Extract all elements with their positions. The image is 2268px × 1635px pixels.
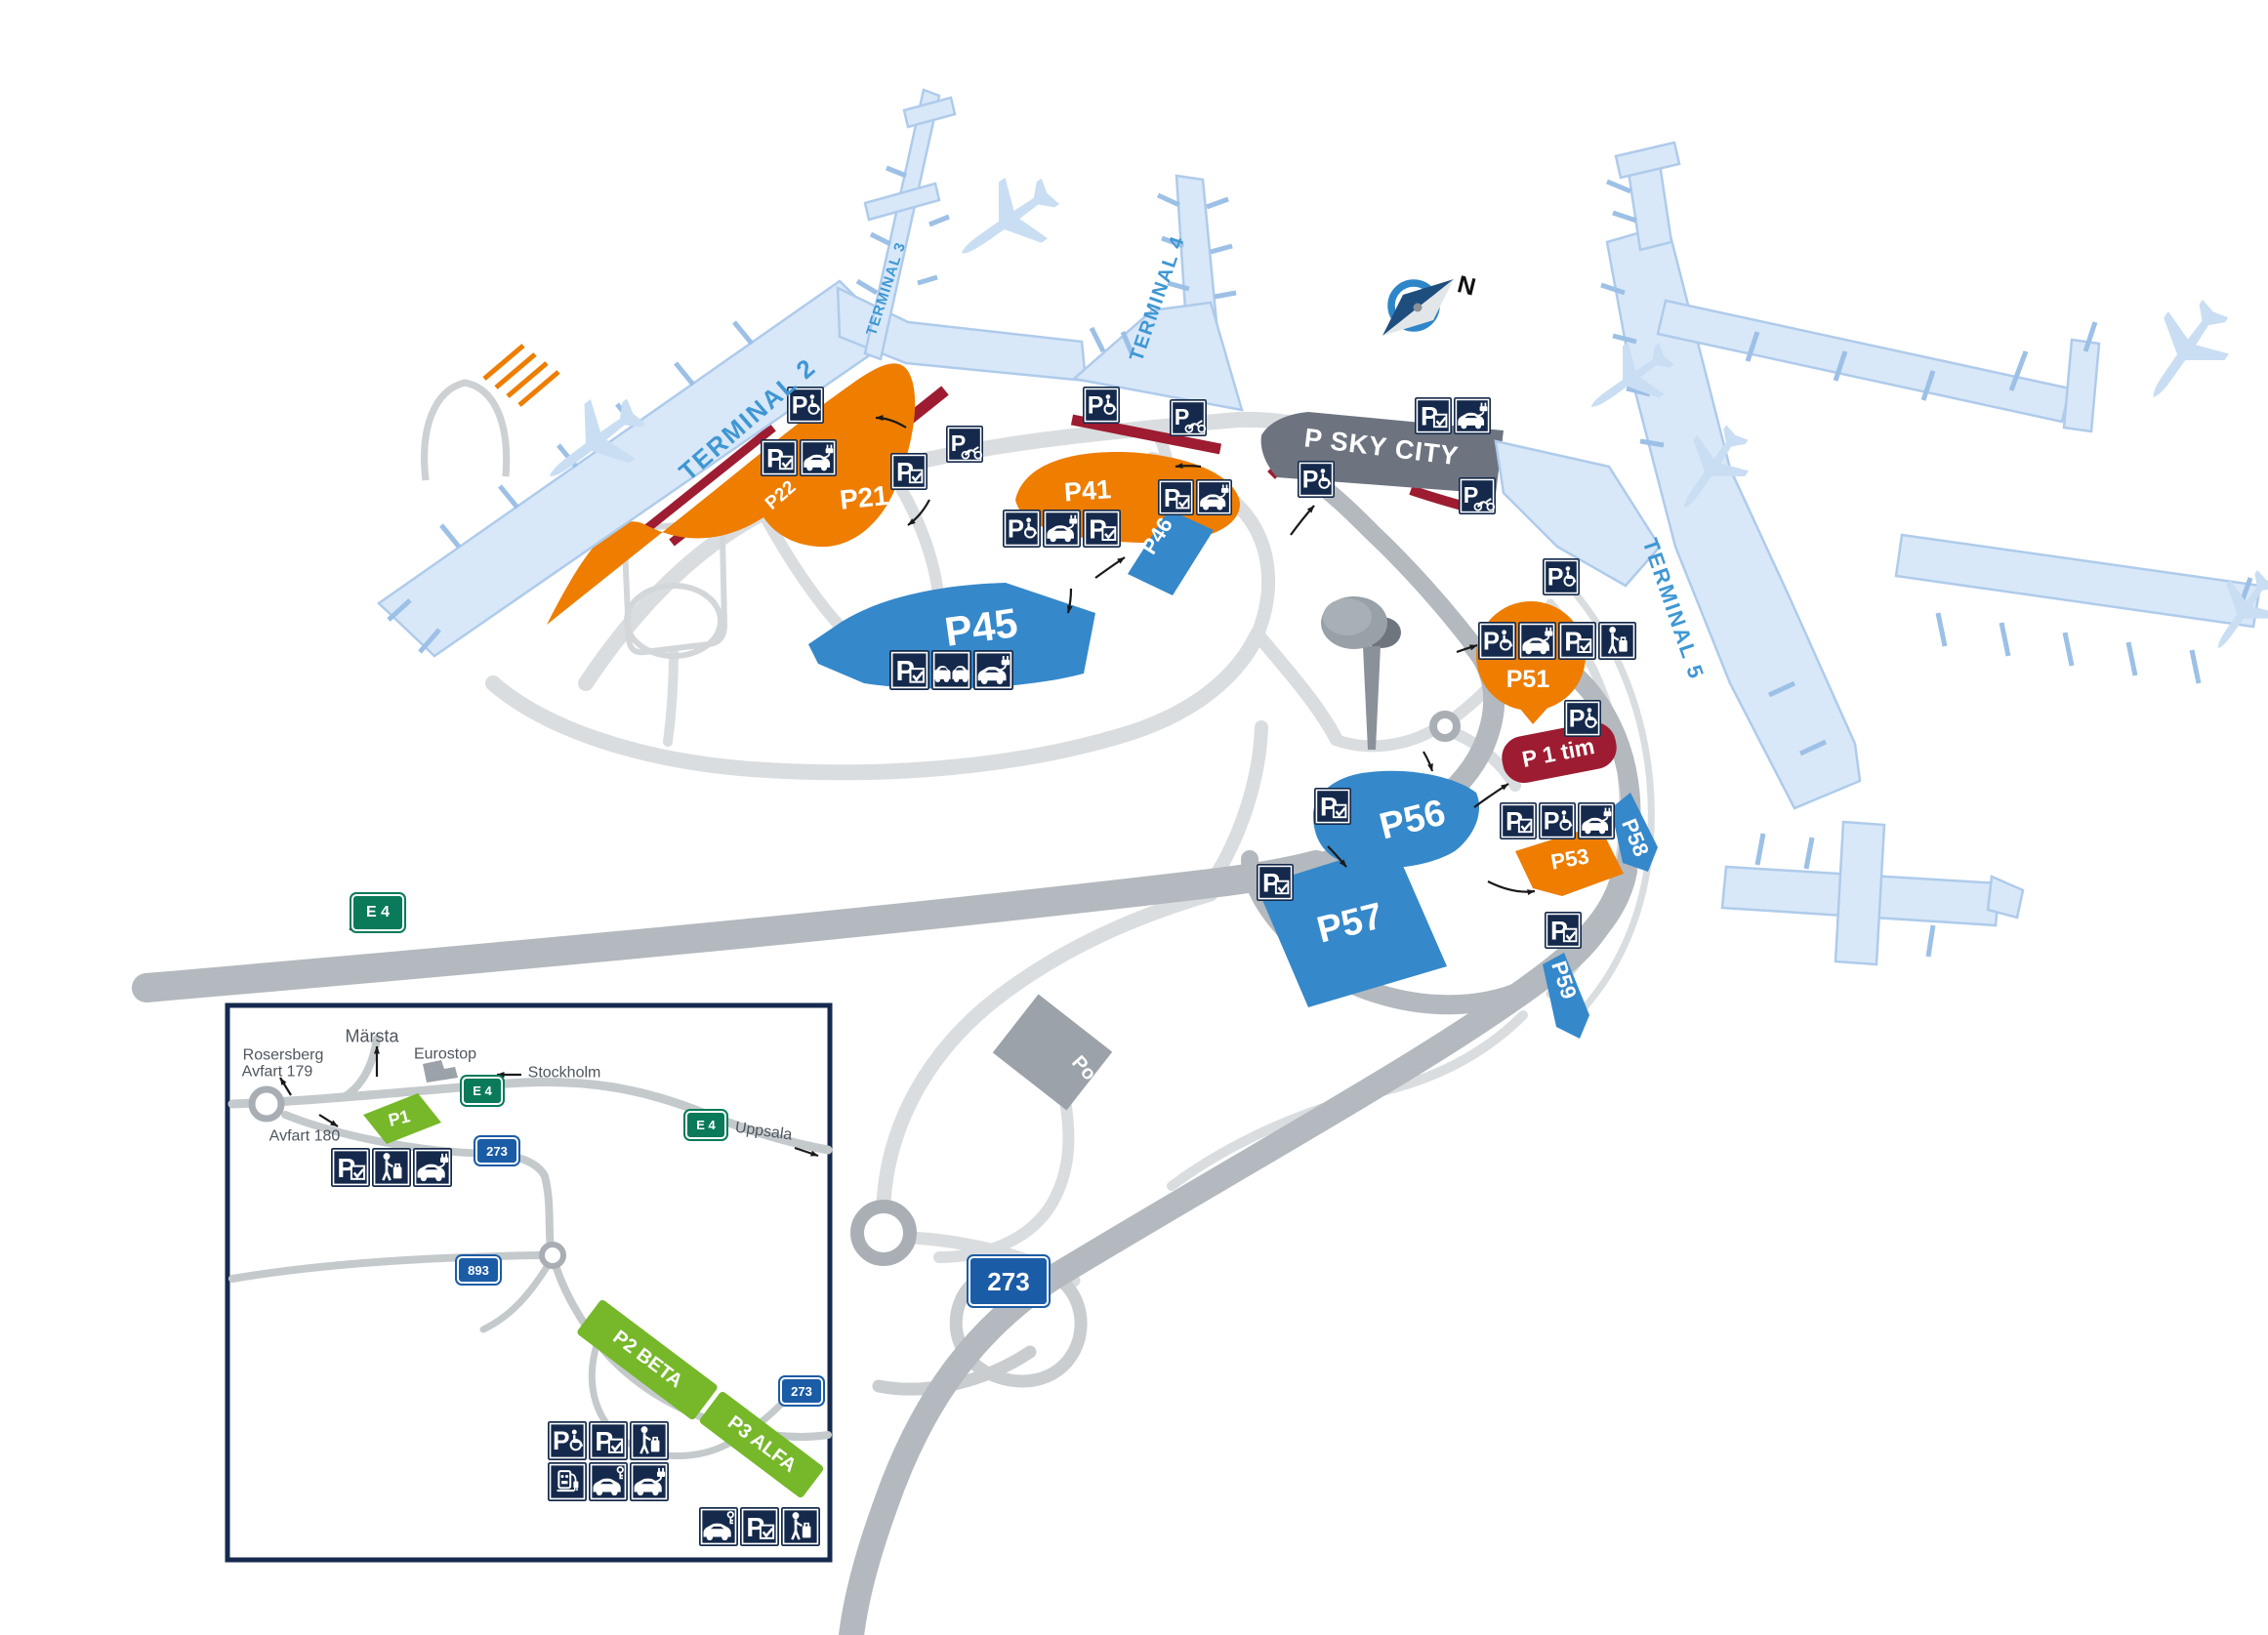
parking-area-p46 bbox=[1128, 510, 1214, 595]
compass-icon bbox=[1382, 279, 1454, 336]
terminal-5-building bbox=[1605, 223, 1862, 810]
inset-overview-map bbox=[225, 1002, 833, 1563]
parking-area-p3-alfa bbox=[699, 1391, 824, 1498]
parking-area-p51 bbox=[1476, 601, 1586, 711]
chapel-building-outline bbox=[421, 379, 511, 481]
blue-parking-areas bbox=[808, 510, 1658, 1039]
direction-arrows bbox=[349, 415, 1536, 932]
eurostop-building bbox=[423, 1060, 458, 1083]
polis-building bbox=[992, 994, 1113, 1111]
green-parking-areas bbox=[363, 1093, 824, 1498]
parking-area-p57 bbox=[1257, 843, 1447, 1007]
parking-area-p-sky-city bbox=[1260, 412, 1504, 494]
terminal-3-building bbox=[863, 88, 941, 361]
road-e4 bbox=[132, 850, 1331, 1002]
parking-area-p21-p22 bbox=[547, 363, 916, 625]
parking-area-p45 bbox=[808, 583, 1095, 689]
inset-road-avfart180 bbox=[281, 1111, 549, 1180]
parking-area-p58 bbox=[1611, 793, 1658, 872]
terminal2-service-loops bbox=[421, 379, 728, 659]
parking-area-p53 bbox=[1515, 825, 1624, 896]
parking-area-p-1-tim bbox=[1502, 721, 1617, 784]
parking-area-p1 bbox=[363, 1093, 441, 1144]
parking-area-p56 bbox=[1313, 770, 1480, 869]
inset-roundabout bbox=[248, 1085, 285, 1123]
parking-area-p2-beta bbox=[577, 1299, 718, 1420]
terminal-buildings bbox=[377, 88, 2262, 966]
inset-arrows bbox=[279, 1045, 819, 1158]
jet-bridges bbox=[387, 165, 2253, 958]
orange-hatch-zone bbox=[482, 344, 560, 407]
inset-road-marsta bbox=[340, 1035, 381, 1101]
roundabouts bbox=[850, 711, 1461, 1266]
control-tower bbox=[1321, 596, 1401, 750]
parking-area-p59 bbox=[1543, 953, 1589, 1039]
